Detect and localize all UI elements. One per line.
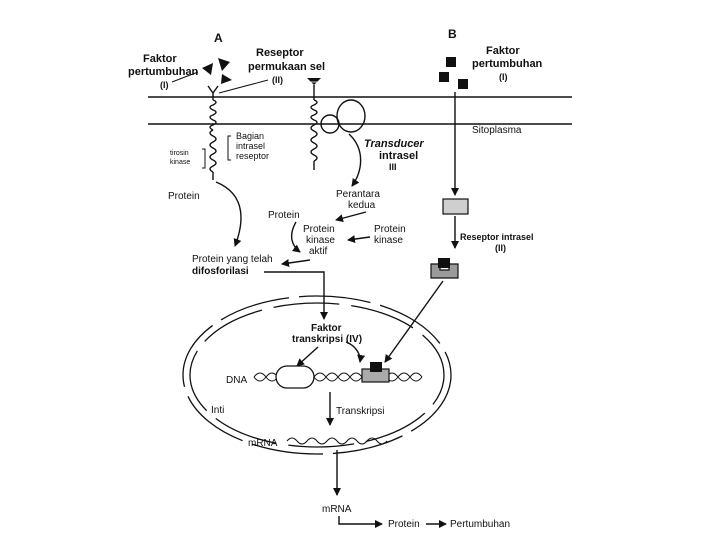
- svg-text:kinase: kinase: [374, 235, 403, 246]
- arrow-to-protein-final: [338, 516, 383, 528]
- transcription-factor-label: Faktor transkripsi (IV): [292, 323, 362, 345]
- phosphorylated-protein-label: Protein yang telah difosforilasi: [192, 254, 273, 277]
- svg-text:pertumbuhan: pertumbuhan: [472, 58, 543, 70]
- protein-label-mid: Protein: [268, 210, 300, 221]
- intracell-receptor-box: [442, 198, 469, 215]
- svg-text:(II): (II): [495, 243, 506, 253]
- protein-final-label: Protein: [388, 519, 420, 530]
- growth-factor-a-triangles: [202, 58, 232, 84]
- svg-text:aktif: aktif: [309, 246, 328, 257]
- svg-text:Bagian: Bagian: [236, 131, 264, 141]
- growth-factor-a-pointer: [171, 71, 199, 83]
- cytoplasm-label: Sitoplasma: [472, 125, 522, 136]
- svg-text:kinase: kinase: [306, 235, 335, 246]
- dna-label: DNA: [226, 375, 247, 386]
- intracell-receptor-part-label: Bagian intrasel reseptor: [227, 131, 269, 161]
- mrna-outside-label: mRNA: [322, 504, 352, 515]
- svg-text:intrasel: intrasel: [236, 141, 265, 151]
- growth-label: Pertumbuhan: [450, 519, 510, 530]
- svg-text:Faktor: Faktor: [486, 45, 520, 57]
- arrow-to-dna-receptor: [384, 280, 444, 363]
- arrow-messenger-to-kinase: [335, 211, 367, 223]
- svg-text:Protein yang telah: Protein yang telah: [192, 254, 273, 265]
- svg-text:difosforilasi: difosforilasi: [192, 266, 249, 277]
- arrow-protein-to-active: [290, 221, 301, 253]
- svg-text:pertumbuhan: pertumbuhan: [128, 66, 199, 78]
- arrow-to-phospho-protein-a: [215, 181, 242, 247]
- svg-text:tirosin: tirosin: [170, 150, 189, 157]
- second-messenger-label: Perantara kedua: [336, 189, 380, 211]
- svg-text:(I): (I): [160, 80, 169, 90]
- surface-receptor-label: Reseptor permukaan sel (II): [248, 47, 325, 85]
- svg-text:Faktor: Faktor: [143, 53, 177, 65]
- cell-membrane: [148, 96, 572, 125]
- svg-text:Perantara: Perantara: [336, 189, 380, 200]
- svg-text:reseptor: reseptor: [236, 151, 269, 161]
- mrna-inside-label: mRNA: [248, 438, 278, 449]
- svg-text:kinase: kinase: [170, 159, 190, 166]
- svg-text:Faktor: Faktor: [311, 323, 342, 334]
- arrow-active-to-phospho: [281, 259, 311, 267]
- svg-text:intrasel: intrasel: [379, 150, 418, 162]
- svg-text:kedua: kedua: [348, 200, 376, 211]
- svg-text:Transducer: Transducer: [364, 138, 424, 150]
- nucleus-envelope: [182, 295, 452, 455]
- transcription-label: Transkripsi: [336, 406, 385, 417]
- dna-helix: [253, 362, 423, 389]
- arrow-kinase-to-active: [347, 235, 371, 244]
- nucleus-label: Inti: [211, 405, 224, 416]
- panel-label-b: B: [448, 27, 457, 41]
- intracell-receptor-label: Reseptor intrasel (II): [460, 232, 534, 253]
- bound-receptor: [430, 258, 459, 279]
- panel-label-a: A: [214, 31, 223, 45]
- tyrosine-kinase-label: tirosin kinase: [170, 148, 206, 169]
- svg-text:Reseptor intrasel: Reseptor intrasel: [460, 232, 534, 242]
- arrow-tf-to-dna-left: [296, 346, 319, 367]
- protein-label-left: Protein: [168, 191, 200, 202]
- svg-text:permukaan sel: permukaan sel: [248, 61, 325, 73]
- arrow-tf-to-dna-right: [345, 341, 366, 363]
- growth-factor-a-label: Faktor pertumbuhan (I): [128, 53, 199, 90]
- svg-text:(II): (II): [272, 75, 283, 85]
- svg-text:transkripsi (IV): transkripsi (IV): [292, 334, 362, 345]
- growth-factor-b-label: Faktor pertumbuhan (I): [472, 45, 543, 82]
- svg-text:Protein: Protein: [303, 224, 335, 235]
- svg-text:Reseptor: Reseptor: [256, 47, 304, 59]
- receptor-a: [207, 85, 219, 180]
- protein-kinase-label: Protein kinase: [374, 224, 406, 246]
- transducer-label: Transducer intrasel III: [364, 138, 424, 172]
- surface-receptor-pointer: [218, 79, 269, 94]
- growth-factor-b-squares: [439, 57, 468, 89]
- active-kinase-label: Protein kinase aktif: [303, 224, 335, 257]
- arrow-to-second-messenger: [348, 133, 362, 187]
- svg-text:(I): (I): [499, 72, 508, 82]
- receptor-transducer: [307, 78, 366, 170]
- mrna-strand: [286, 437, 388, 445]
- svg-text:Protein: Protein: [374, 224, 406, 235]
- svg-text:III: III: [389, 162, 397, 172]
